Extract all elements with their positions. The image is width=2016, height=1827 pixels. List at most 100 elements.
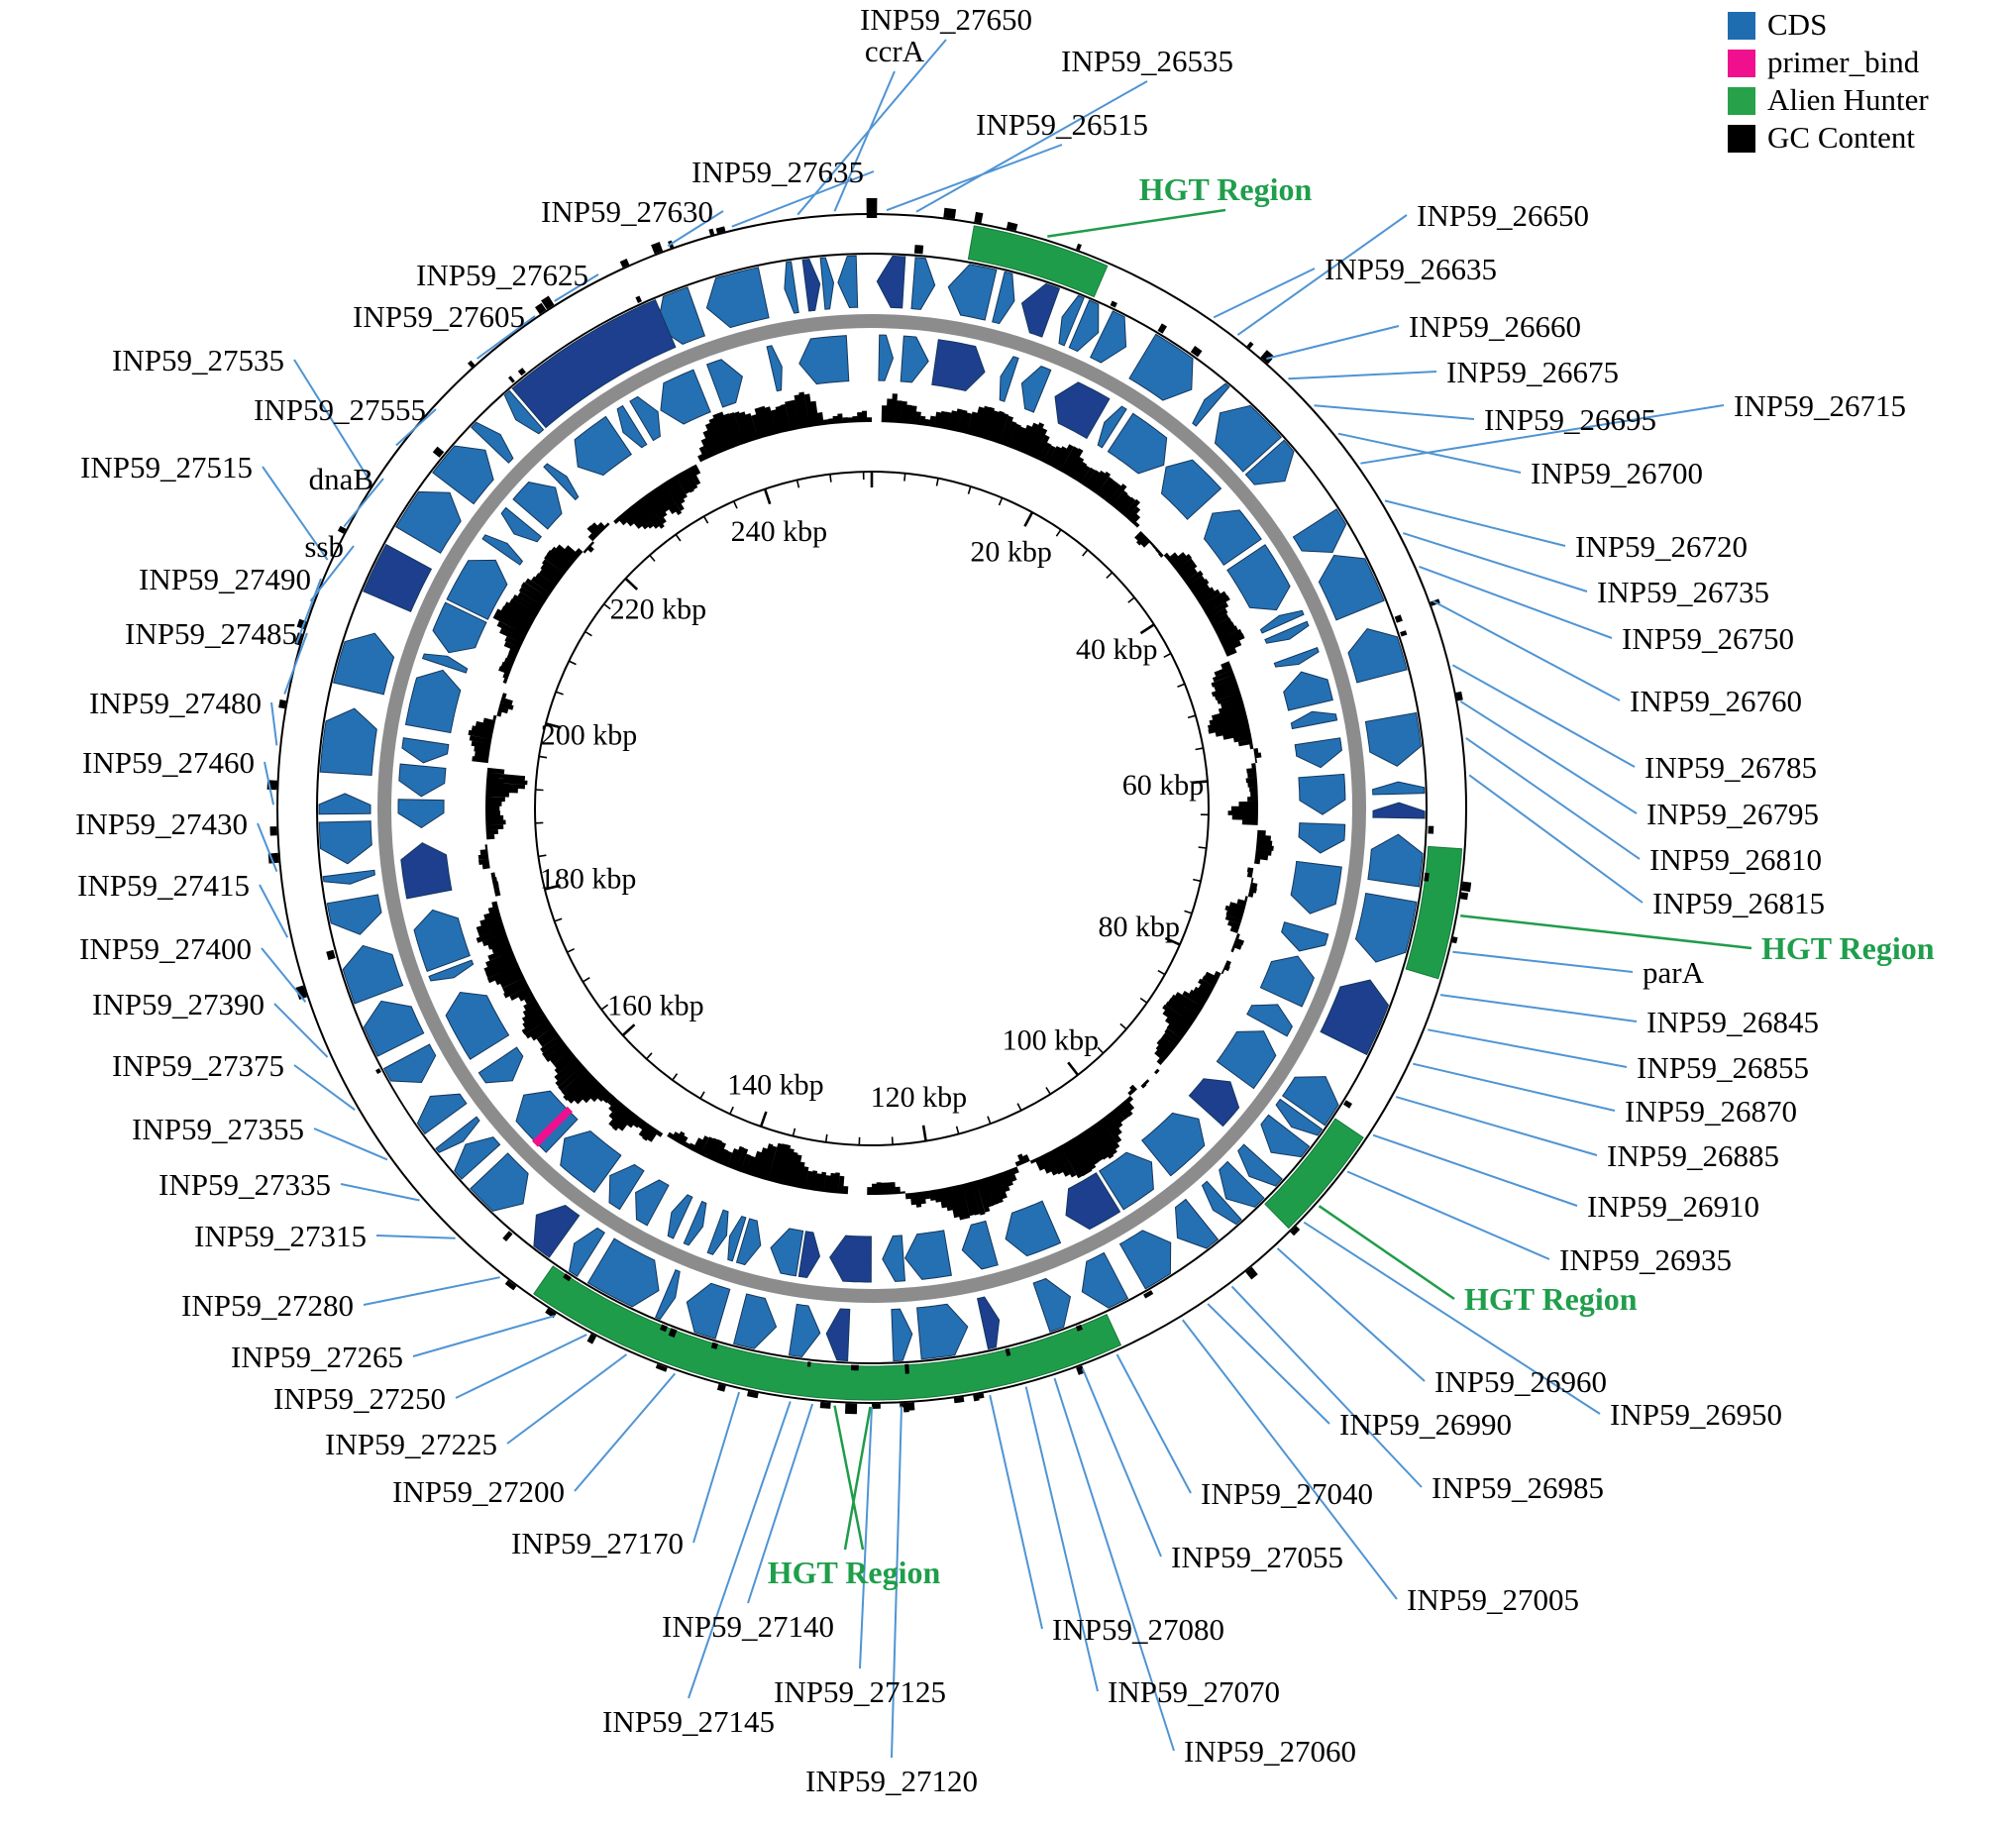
gene-label: INP59_27005	[1407, 1582, 1579, 1617]
gene-label: INP59_26675	[1446, 355, 1619, 389]
large-cds-block	[363, 543, 433, 612]
gene-label: INP59_26885	[1607, 1138, 1779, 1173]
legend-label: Alien Hunter	[1767, 82, 1929, 117]
reverse-cds-ring-arrows-dark	[400, 339, 1240, 1283]
gene-label: INP59_27225	[325, 1427, 497, 1461]
scale-label: 80 kbp	[1099, 911, 1181, 943]
gene-label: INP59_26950	[1610, 1397, 1782, 1432]
ruler-minor-ticks	[535, 472, 1209, 1145]
forward-cds-ring	[318, 255, 1426, 1362]
gene-label: INP59_27265	[231, 1340, 403, 1374]
gene-leader-lines	[257, 39, 1725, 1759]
gene-label: INP59_27060	[1184, 1734, 1356, 1769]
gene-label: INP59_26535	[1061, 44, 1233, 78]
gene-label: INP59_27355	[132, 1112, 304, 1146]
gene-label: INP59_26785	[1645, 750, 1817, 785]
scale-label: 180 kbp	[540, 863, 637, 896]
gene-label: ccrA	[865, 34, 925, 68]
gene-label: INP59_27490	[139, 562, 311, 596]
gene-label: INP59_26750	[1622, 621, 1794, 656]
gene-label: INP59_26985	[1432, 1470, 1604, 1505]
ruler-circle	[534, 471, 1210, 1146]
gene-label: INP59_27650	[860, 2, 1032, 37]
gene-label: INP59_27460	[82, 745, 255, 780]
hgt-region-arc	[967, 225, 1109, 298]
hgt-region-arc	[1264, 1118, 1364, 1230]
scale-label: 200 kbp	[541, 719, 638, 752]
gene-label: INP59_26735	[1597, 575, 1769, 609]
hgt-leader-lines	[833, 208, 1752, 1551]
gene-label: INP59_26695	[1484, 402, 1656, 437]
gene-label: INP59_27250	[273, 1381, 446, 1416]
legend-label: GC Content	[1767, 120, 1915, 155]
hgt-region-arc	[1405, 845, 1463, 980]
gene-label: INP59_27335	[159, 1167, 331, 1202]
gene-label: INP59_27140	[662, 1609, 834, 1644]
legend-label: CDS	[1767, 7, 1827, 42]
gene-label: INP59_26720	[1575, 529, 1748, 564]
legend-swatch-0	[1728, 12, 1755, 40]
scale-label: 220 kbp	[610, 593, 707, 626]
gene-label: INP59_27625	[416, 258, 588, 292]
gene-label: INP59_26845	[1646, 1005, 1819, 1039]
hgt-region-label: HGT Region	[768, 1555, 941, 1590]
gene-label: INP59_26910	[1587, 1189, 1759, 1224]
gene-label: INP59_26990	[1339, 1407, 1512, 1442]
legend-swatch-1	[1728, 50, 1755, 77]
primer-bind	[532, 1106, 573, 1147]
gene-label: INP59_27480	[89, 686, 262, 720]
gene-label: INP59_27170	[511, 1526, 684, 1560]
gene-label: INP59_27125	[774, 1674, 946, 1709]
scale-label: 40 kbp	[1076, 633, 1158, 666]
gene-label: INP59_26635	[1325, 252, 1497, 286]
gene-label: INP59_26870	[1625, 1094, 1797, 1128]
gene-label: INP59_27415	[77, 868, 250, 903]
gene-label: INP59_26795	[1646, 797, 1819, 831]
gene-label: INP59_26515	[976, 107, 1148, 142]
scale-label: 60 kbp	[1122, 769, 1205, 802]
feature-tick-marks	[266, 198, 1472, 1415]
gene-label: INP59_27200	[392, 1474, 565, 1509]
hgt-region-label: HGT Region	[1139, 171, 1313, 207]
gene-label: INP59_27080	[1052, 1612, 1224, 1647]
forward-cds-ring-arrows-dark	[533, 255, 1426, 1362]
gene-label: INP59_27315	[194, 1219, 367, 1253]
gene-label: ssb	[304, 529, 344, 564]
gene-label: INP59_27055	[1171, 1540, 1343, 1574]
scale-label: 140 kbp	[727, 1069, 824, 1102]
gene-label: INP59_27145	[602, 1704, 775, 1739]
ruler-major-ticks	[544, 472, 1209, 1141]
gene-label: INP59_26935	[1559, 1242, 1732, 1277]
gene-label: INP59_27485	[125, 616, 297, 651]
gene-label: INP59_27430	[75, 806, 248, 841]
leader-lines-blue	[257, 39, 1725, 1759]
gene-label: INP59_26815	[1652, 886, 1825, 920]
forward-cds-ring-arrows	[318, 255, 1426, 1362]
gene-label: INP59_27515	[80, 450, 253, 484]
gene-label: INP59_27535	[112, 343, 284, 377]
gene-label: INP59_26960	[1434, 1364, 1607, 1399]
gene-label: INP59_27040	[1201, 1476, 1373, 1511]
gene-label: INP59_26715	[1734, 388, 1906, 423]
gene-label: INP59_26855	[1637, 1050, 1809, 1085]
legend-label: primer_bind	[1767, 45, 1920, 79]
gene-label: parA	[1643, 955, 1705, 990]
legend-swatch-2	[1728, 87, 1755, 115]
gene-label: INP59_26700	[1531, 456, 1703, 490]
legend-swatch-3	[1728, 125, 1755, 153]
gene-label: INP59_27635	[691, 155, 864, 189]
gene-label: INP59_27375	[112, 1048, 284, 1083]
gene-label: INP59_27120	[805, 1764, 978, 1798]
gene-label: INP59_27390	[92, 987, 265, 1021]
hgt-region-arcs	[533, 225, 1463, 1401]
gene-label: INP59_27400	[79, 931, 252, 966]
scale-label: 240 kbp	[731, 515, 828, 548]
gene-label: dnaB	[309, 462, 373, 496]
scale-label: 100 kbp	[1003, 1023, 1100, 1056]
gene-label: INP59_27070	[1108, 1674, 1280, 1709]
scale-label: 120 kbp	[871, 1081, 968, 1114]
